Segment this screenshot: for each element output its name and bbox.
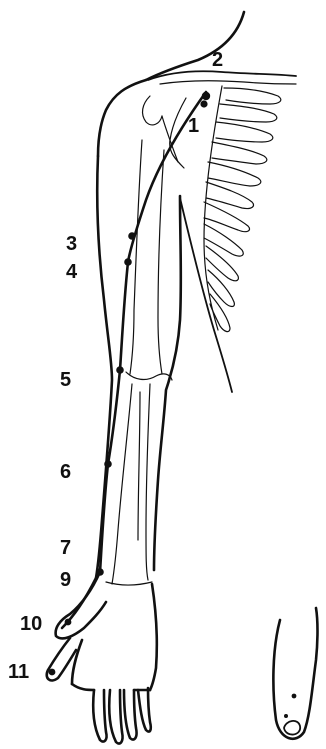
rib [204,224,243,256]
humerus [130,140,142,374]
humerus-inner [158,150,164,374]
label-5: 5 [60,369,71,391]
point-9 [96,568,104,576]
point-10 [65,619,72,626]
shoulder-outline [98,80,146,156]
point-1 [202,92,210,100]
rib [220,104,277,122]
rib-cage [204,86,281,332]
nerve-branch [180,198,232,392]
finger [124,690,137,740]
nerve-course [100,92,206,572]
finger-detail [273,608,317,739]
palm-side [150,584,157,690]
label-2: 2 [212,49,223,71]
palm-outline [72,640,82,684]
finger-point [284,714,288,718]
neck-outline [146,12,244,80]
label-9: 9 [60,569,71,591]
finger [138,688,151,732]
arm-inner-contour [154,196,181,570]
label-1: 1 [188,115,199,137]
rib [206,246,238,281]
rib [212,142,267,164]
label-3: 3 [66,233,77,255]
label-10: 10 [20,613,42,635]
fingernail [284,721,300,735]
rib [208,162,261,186]
ulna [146,384,150,580]
finger [93,690,106,742]
finger [109,690,122,744]
clavicle-lower [160,81,296,84]
point-1b [200,100,207,107]
point-6 [104,460,112,468]
elbow-joint [126,372,172,380]
label-4: 4 [66,261,78,283]
clavicle [148,71,296,80]
wrist-line [106,582,152,585]
label-11: 11 [8,661,29,683]
rib [224,88,281,104]
label-7: 7 [60,537,71,559]
ulna-inner [138,392,140,540]
rib [208,270,234,307]
humerus-head [143,96,162,125]
point-4 [124,258,132,266]
point-11 [49,669,56,676]
label-6: 6 [60,461,71,483]
rib [216,122,273,142]
hand-bottom [72,684,150,690]
finger-point [292,694,297,699]
point-5 [116,366,124,374]
point-3 [128,232,136,240]
